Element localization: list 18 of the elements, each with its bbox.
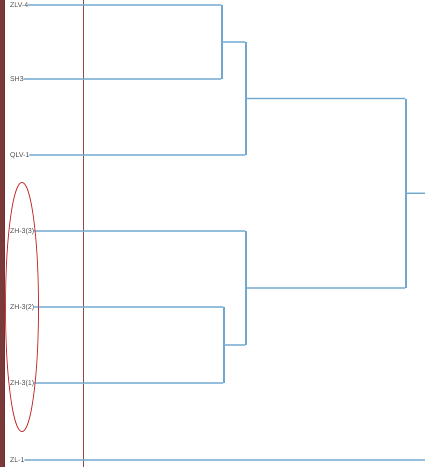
- dendrogram-branch: [222, 41, 246, 43]
- dendrogram-branch: [24, 78, 222, 80]
- cluster-junction-line: [245, 231, 247, 345]
- cluster-junction-line: [221, 5, 223, 79]
- dendrogram-branch: [246, 98, 406, 100]
- dendrogram-branch: [246, 287, 406, 289]
- dendrogram-branch: [34, 306, 224, 308]
- dendrogram-branch: [34, 230, 246, 232]
- dendrogram-branch: [29, 154, 246, 156]
- dendrogram-branch: [224, 344, 246, 346]
- highlight-ellipse: [5, 182, 39, 432]
- dendrogram-branch: [24, 459, 425, 461]
- dendrogram-branch: [406, 192, 425, 194]
- cluster-junction-line: [223, 307, 225, 383]
- dendrogram-branch: [34, 382, 224, 384]
- cluster-junction-line: [405, 98, 407, 288]
- cluster-junction-line: [245, 42, 247, 155]
- dendrogram-branch: [28, 4, 222, 6]
